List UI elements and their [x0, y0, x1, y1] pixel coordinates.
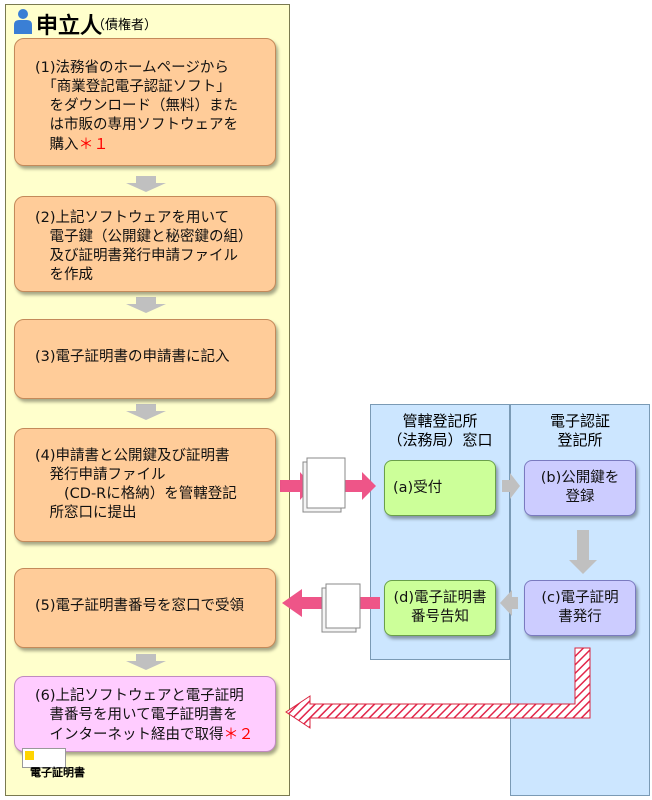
step-4-text: (4)申請書と公開鍵及び証明書 発行申請ファイル (CD-Rに格納）を管轄登記 …: [35, 448, 237, 521]
step-4-box: (4)申請書と公開鍵及び証明書 発行申請ファイル (CD-Rに格納）を管轄登記 …: [14, 428, 276, 542]
step-a-box: (a)受付: [384, 460, 496, 516]
step-6-text: (6)上記ソフトウェアと電子証明 書番号を用いて電子証明書を インターネット経由…: [35, 688, 244, 743]
applicant-title: 申立人: [36, 14, 103, 39]
step-d-box: (d)電子証明書 番号告知: [384, 580, 496, 636]
applicant-subtitle: （債権者）: [92, 18, 158, 33]
pink-arrow-submit-2: [345, 472, 376, 500]
gray-arrows: [126, 176, 597, 670]
step-5-text: (5)電子証明書番号を窓口で受領: [35, 598, 245, 614]
document-stack-icon: [302, 457, 346, 513]
step-b-box: (b)公開鍵を 登録: [524, 460, 636, 516]
step-1-text: (1)法務省のホームページから 「商業登記電子認証ソフト」 をダウンロード（無料…: [35, 60, 238, 153]
certificate-label: 電子証明書: [30, 766, 85, 779]
step-3-text: (3)電子証明書の申請書に記入: [35, 349, 230, 365]
certificate-chip-icon: [25, 751, 34, 760]
step-d-text: (d)電子証明書 番号告知: [393, 590, 487, 625]
step-c-text: (c)電子証明 書発行: [541, 590, 619, 625]
step-c-box: (c)電子証明 書発行: [524, 580, 636, 636]
pink-arrow-number-2: [282, 589, 325, 617]
step-3-box: (3)電子証明書の申請書に記入: [14, 319, 276, 399]
step-2-box: (2)上記ソフトウェアを用いて 電子鍵（公開鍵と秘密鍵の組） 及び証明書発行申請…: [14, 196, 276, 292]
step-a-text: (a)受付: [393, 479, 443, 496]
step-1-note-mark: ＊１: [78, 135, 109, 153]
step-1-box: (1)法務省のホームページから 「商業登記電子認証ソフト」 をダウンロード（無料…: [14, 38, 276, 166]
registry-office-title: 管轄登記所 （法務局）窓口: [387, 412, 493, 449]
step-b-text: (b)公開鍵を 登録: [540, 470, 620, 505]
step-6-box: (6)上記ソフトウェアと電子証明 書番号を用いて電子証明書を インターネット経由…: [14, 676, 276, 752]
person-icon: [14, 9, 32, 34]
step-2-text: (2)上記ソフトウェアを用いて 電子鍵（公開鍵と秘密鍵の組） 及び証明書発行申請…: [35, 210, 253, 283]
cert-office-title: 電子認証 登記所: [549, 412, 610, 449]
hatched-arrow-download: [285, 647, 591, 729]
document-stack-icon-2: [321, 583, 361, 633]
step-5-box: (5)電子証明書番号を窓口で受領: [14, 568, 276, 648]
step-6-note-mark: ＊２: [223, 725, 254, 743]
